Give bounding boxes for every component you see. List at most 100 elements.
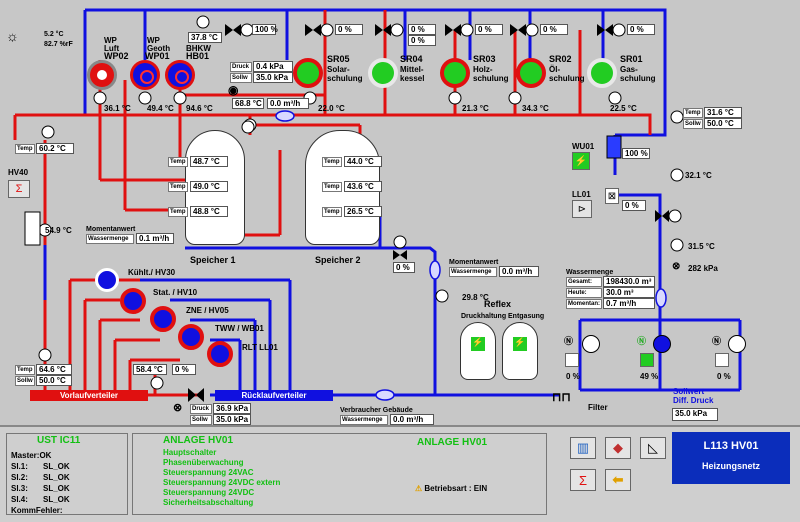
sr05-temp: 22.0 °C [318, 104, 345, 113]
sr02-valve: 0 % [540, 24, 568, 35]
druck-bottom-label: Druck [190, 404, 212, 414]
reflex-tank-1[interactable]: ⚡ [460, 322, 496, 380]
ust-row: Sl.2:SL_OK [11, 472, 70, 483]
sr05-id: SR05 [327, 54, 350, 64]
nav-radiator-button[interactable]: Ʃ [570, 469, 596, 491]
consumer-hv10-pump[interactable] [120, 288, 146, 314]
druck-value: 0.4 kPa [253, 61, 293, 72]
wp01-temp: 49.4 °C [147, 104, 174, 113]
reflex-tank-2[interactable]: ⚡ [502, 322, 538, 380]
moment2-title: Momentanwert [449, 259, 499, 266]
sr01-id: SR01 [620, 54, 643, 64]
building-icon: ▥ [576, 440, 590, 455]
right-temp-value: 31.6 °C [704, 107, 742, 118]
reflex-temp: 29.8 °C [462, 293, 489, 302]
hv40-icon[interactable]: Ʃ [8, 180, 30, 198]
vorlauf-sollw: 50.0 °C [36, 375, 72, 386]
sr01-pump[interactable] [587, 58, 617, 88]
back-button[interactable]: ⬅ [605, 469, 631, 491]
druck-bottom-sollw: 35.0 kPa [213, 414, 251, 425]
hs-hb01-l2: BHKW [186, 44, 211, 53]
right-temp-label: Temp [683, 108, 703, 118]
hs-wp01-l3: WP01 [145, 51, 170, 61]
betrieb-row: ⚠ Betriebsart : EIN [415, 484, 487, 493]
druck-sollw-label: Sollw [230, 73, 252, 83]
sp2-temp-3: 26.5 °C [344, 206, 382, 217]
sollwert-l1: Sollwert [673, 387, 705, 396]
sr01-name2: schulung [620, 74, 656, 83]
verbraucher-title: Verbraucher Gebäude [340, 407, 413, 414]
wu01-icon[interactable]: ⚡ [572, 152, 590, 170]
sp1-temp-lbl-3: Temp [168, 207, 188, 217]
anlage-item: Phasenüberwachung [163, 458, 244, 467]
nav-heat-button[interactable]: ◆ [605, 437, 631, 459]
moment1-value: 0.1 m³/h [136, 233, 174, 244]
consumer-hv30-label: Kühlt./ HV30 [128, 268, 176, 277]
reflex-sub2: Entgasung [508, 313, 545, 320]
sp2-temp-lbl-1: Temp [322, 157, 342, 167]
pump-1-pct: 0 % [566, 372, 580, 381]
nav-trend-button[interactable]: ◺ [640, 437, 666, 459]
hb01-core [175, 70, 189, 84]
hb01-unit[interactable] [165, 60, 195, 90]
pump-1-setpoint-icon [565, 353, 579, 367]
pump-3-n-icon: Ⓝ [712, 336, 722, 346]
hs-wp02-l2: Luft [104, 44, 120, 53]
sr03-pump[interactable] [440, 58, 470, 88]
anlage-item: Steuerspannung 24VDC extern [163, 478, 281, 487]
nav-building-button[interactable]: ▥ [570, 437, 596, 459]
sr04-pump[interactable] [368, 58, 398, 88]
pressure-icon: ◉ [228, 83, 239, 97]
hs-wp01-l2: Geoth [147, 44, 171, 53]
sr05-pump[interactable] [293, 58, 323, 88]
consumer-hv05-pump[interactable] [150, 306, 176, 332]
pump-2[interactable] [653, 335, 671, 353]
radiator-icon: Ʃ [578, 472, 588, 488]
sr02-pump[interactable] [516, 58, 546, 88]
ust-row: KommFehler: [11, 505, 70, 516]
wp02-unit[interactable] [87, 60, 117, 90]
hs-wp01-l1: WP [147, 36, 160, 45]
pump-1[interactable] [582, 335, 600, 353]
sr03-id: SR03 [473, 54, 496, 64]
sollwert-value[interactable]: 35.0 kPa [672, 408, 718, 421]
druck-bottom-value: 36.9 kPa [213, 403, 251, 414]
consumer-wb01-pump[interactable] [178, 324, 204, 350]
weather-icon: ☼ [6, 28, 19, 44]
flame-icon: ◆ [613, 440, 623, 455]
verbraucher-value: 0.0 m³/h [390, 414, 434, 425]
ust-row-label: KommFehler: [11, 506, 63, 515]
sr04-id: SR04 [400, 54, 423, 64]
anlage-item: Steuerspannung 24VAC [163, 468, 254, 477]
mid-flow-box: 0.0 m³/h [267, 98, 309, 109]
reflex-tank1-icon: ⚡ [471, 337, 485, 351]
pump-3[interactable] [728, 335, 746, 353]
ust-row-label: Master: [11, 451, 40, 460]
sr03-name2: schulung [473, 74, 509, 83]
ust-title: UST IC11 [37, 435, 81, 446]
vorlauf-sollw-label: Sollw [15, 376, 35, 386]
filter-icon: ⊓⊓ [552, 390, 571, 404]
consumer-ll01-label: RLT LL01 [242, 343, 278, 352]
anlage-list: Hauptschalter Phasenüberwachung Steuersp… [163, 448, 280, 508]
sr03-temp: 21.3 °C [462, 104, 489, 113]
ust-row-label: Sl.3: [11, 484, 28, 493]
anlage-item: Steuerspannung 24VDC [163, 488, 255, 497]
sp2-temp-1: 44.0 °C [344, 156, 382, 167]
consumer-ll01-pump[interactable] [207, 341, 233, 367]
ust-row-label: Sl.4: [11, 495, 28, 504]
ust-row: Master:OK [11, 450, 70, 461]
wp02-temp: 36.1 °C [104, 104, 131, 113]
ll01-icon[interactable]: ⊳ [572, 200, 592, 218]
sr02-name2: schulung [549, 74, 585, 83]
wp01-unit[interactable] [130, 60, 160, 90]
sp2-temp-lbl-2: Temp [322, 182, 342, 192]
consumer-hv30-pump[interactable] [95, 268, 119, 292]
moment2-label: Wassermenge [449, 267, 497, 277]
moment1-label: Wassermenge [86, 234, 134, 244]
vorlauf-valve-pct: 0 % [172, 364, 196, 375]
moment2-value: 0.0 m³/h [499, 266, 539, 277]
hv40-temp: 54.9 °C [45, 226, 72, 235]
sr04-valve: 0 % [408, 24, 436, 35]
